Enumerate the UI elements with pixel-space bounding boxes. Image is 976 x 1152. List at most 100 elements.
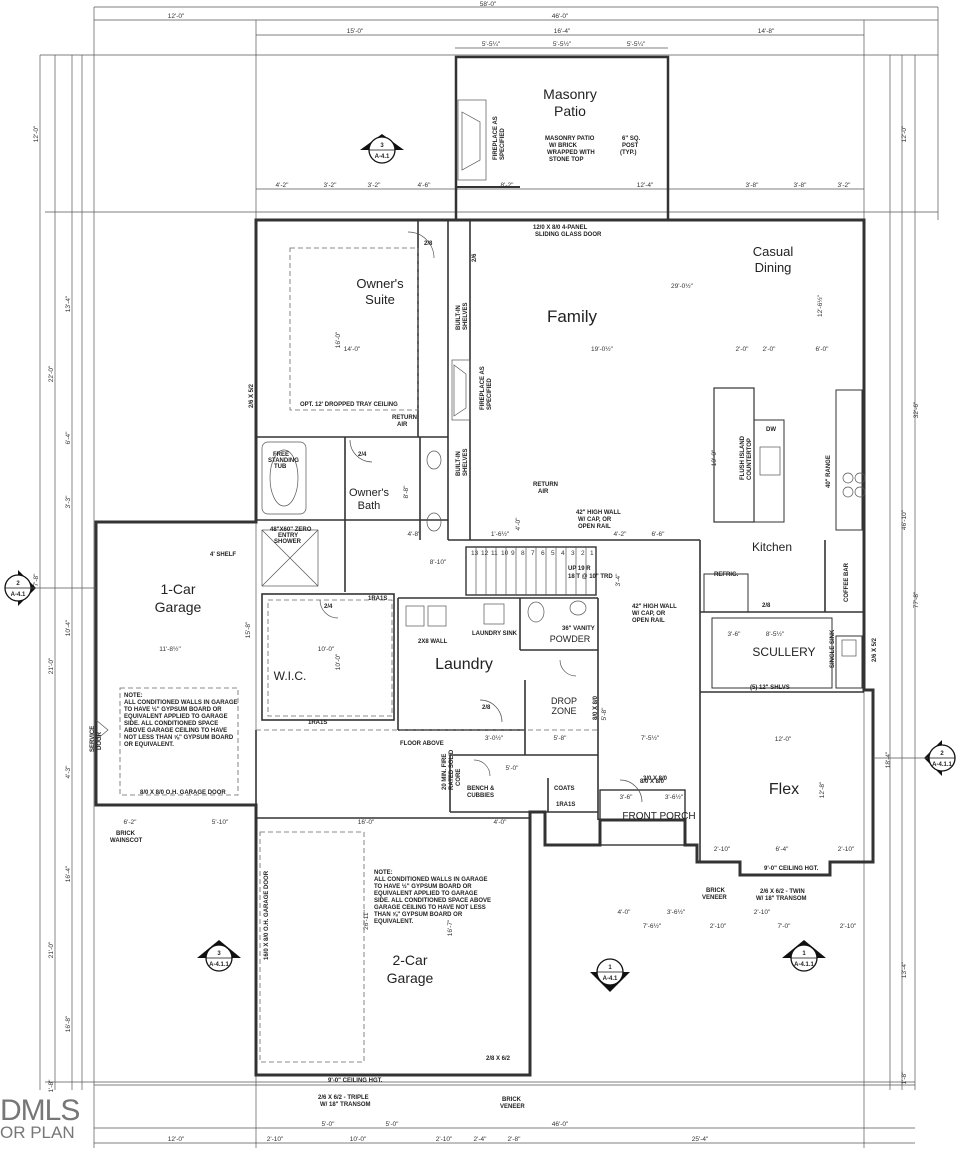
dim: 2'-10" bbox=[840, 923, 857, 930]
dim: 10'-0" bbox=[318, 646, 335, 653]
dim: 2'-8" bbox=[508, 1136, 522, 1143]
dim: 25'-4" bbox=[692, 1136, 709, 1143]
one-hr-label: 1RA1S bbox=[368, 596, 387, 602]
stair-numbers: 13 12 11 10 9 8 7 6 5 4 3 2 1 UP 19 R 18… bbox=[471, 550, 613, 580]
room-owners-bath: Owner's bbox=[349, 487, 389, 499]
door-size-label: 8/0 X 8/0 bbox=[593, 695, 599, 720]
island-note: FLUSH ISLAND bbox=[740, 435, 746, 480]
range-label: 40" RANGE bbox=[826, 455, 832, 488]
dim: 15'-8" bbox=[245, 621, 252, 638]
dim: 3'-2" bbox=[324, 182, 338, 189]
half-wall-note: OPEN RAIL bbox=[578, 524, 611, 530]
dim: 4'-0" bbox=[515, 517, 522, 531]
service-door-label: DOOR bbox=[97, 731, 103, 750]
dim: 2'-0" bbox=[736, 346, 750, 353]
patio-note: STONE TOP bbox=[549, 157, 583, 163]
door-label: 2/8 bbox=[424, 241, 433, 247]
brick-veneer-label: VENEER bbox=[500, 1104, 525, 1110]
stair-num: 6 bbox=[541, 550, 545, 557]
dim: 8'-8" bbox=[403, 485, 410, 499]
half-wall-note: W/ CAP, OR bbox=[578, 517, 612, 523]
garage-note: TO HAVE ½" GYPSUM BOARD OR bbox=[124, 706, 222, 713]
one-hr-label: 1RA1S bbox=[308, 720, 327, 726]
dim: 1'-8" bbox=[901, 1071, 908, 1085]
stairs-note: 18 T @ 10" TRD bbox=[568, 574, 613, 580]
stair-num: 12 bbox=[481, 550, 489, 557]
dim: 21'-0" bbox=[48, 941, 55, 958]
dim: 12'-4" bbox=[637, 182, 654, 189]
dim: 16'-0" bbox=[335, 331, 342, 348]
room-flex: Flex bbox=[769, 781, 799, 798]
dim: 3'-2" bbox=[838, 182, 852, 189]
dim: 77'-8" bbox=[913, 591, 920, 608]
window-label: 2/6 X 5/2 bbox=[249, 383, 255, 408]
room-two-car-garage: 2-Car bbox=[392, 952, 427, 968]
half-wall-note: W/ CAP, OR bbox=[632, 611, 666, 617]
shop-door-label: 8/0 X 8/0 bbox=[640, 779, 665, 785]
garage-note: NOTE: bbox=[124, 693, 143, 699]
room-masonry-patio: Masonry bbox=[543, 86, 597, 102]
dim: 3'-6½" bbox=[667, 908, 686, 916]
dim: 3'-6" bbox=[728, 631, 742, 638]
dim: 10'-0" bbox=[335, 653, 342, 670]
dim: 4'-3" bbox=[65, 765, 72, 779]
stair-num: 1 bbox=[590, 550, 594, 557]
door-label: 2/4 bbox=[358, 452, 367, 458]
triple-window-label: 2/6 X 6/2 - TRIPLE bbox=[318, 1095, 369, 1101]
dim: 5'-8" bbox=[601, 707, 608, 721]
section-number: 2 bbox=[940, 751, 944, 757]
fireplace-note: SPECIFIED bbox=[487, 378, 493, 410]
dw-label: DW bbox=[766, 427, 776, 433]
room-labels: Masonry Patio Owner's Suite Family Casua… bbox=[155, 86, 816, 986]
dim: 6'-4" bbox=[776, 846, 790, 853]
tub-note: FREE bbox=[273, 452, 289, 458]
exterior-walls bbox=[94, 55, 875, 1077]
dim: 5'-5¼" bbox=[482, 41, 501, 48]
rotated-notes: FIREPLACE AS SPECIFIED FIREPLACE AS SPEC… bbox=[90, 116, 878, 960]
garage-note: ABOVE GARAGE CEILING TO HAVE bbox=[124, 728, 227, 734]
stair-num: 9 bbox=[511, 550, 515, 557]
dim: 2'-4" bbox=[474, 1136, 488, 1143]
room-owners-suite: Owner's bbox=[356, 276, 404, 291]
slider-note: SLIDING GLASS DOOR bbox=[535, 232, 602, 238]
tub-note: TUB bbox=[274, 464, 287, 470]
garage-note: GARAGE CEILING TO HAVE NOT LESS bbox=[374, 905, 486, 911]
dim: 10'-4" bbox=[65, 619, 72, 636]
floor-above-label: FLOOR ABOVE bbox=[400, 741, 444, 747]
post-note: POST bbox=[622, 143, 639, 149]
fireplace-note: SPECIFIED bbox=[500, 128, 506, 160]
dim: 14'-8" bbox=[758, 28, 775, 35]
slider-note: 12/0 X 8/0 4-PANEL bbox=[533, 225, 588, 231]
dim: 15'-0" bbox=[347, 28, 364, 35]
dim: 3'-2" bbox=[368, 182, 382, 189]
section-sheet: A-4.1 bbox=[11, 592, 26, 598]
dim-overall: 58'-0" bbox=[480, 1, 497, 8]
room-family: Family bbox=[547, 307, 598, 326]
garage-note: EQUIVALENT APPLIED TO GARAGE bbox=[124, 714, 228, 720]
dim: 4'-6" bbox=[418, 182, 432, 189]
fireplace-note: FIREPLACE AS bbox=[480, 366, 486, 410]
half-wall-note: 42" HIGH WALL bbox=[632, 604, 677, 610]
coffee-bar-label: COFFEE BAR bbox=[844, 562, 850, 602]
door-label: 2/6 bbox=[472, 253, 478, 262]
dim: 6'-4" bbox=[65, 431, 72, 445]
stair-num: 11 bbox=[491, 550, 498, 557]
garage-note: ALL CONDITIONED WALLS IN GARAGE bbox=[124, 700, 238, 706]
oh-door-label: 8/0 X 8/0 O.H. GARAGE DOOR bbox=[140, 790, 226, 796]
dim: 46'-0" bbox=[552, 13, 569, 20]
dim: 5'-0" bbox=[322, 1121, 336, 1128]
dim: 7'-0" bbox=[778, 923, 792, 930]
dim: 16'-7" bbox=[447, 919, 454, 936]
room-casual-dining: Casual bbox=[753, 244, 794, 259]
dim: 21'-0" bbox=[48, 657, 55, 674]
room-drop-zone: ZONE bbox=[551, 706, 576, 716]
post-note: 6" SQ. bbox=[622, 136, 641, 142]
garage-note: THAN ⅝" GYPSUM BOARD OR bbox=[374, 912, 463, 918]
dim: 6'-0" bbox=[816, 346, 830, 353]
brick-wainscot-label: WAINSCOT bbox=[110, 838, 143, 844]
tray-note: OPT. 12' DROPPED TRAY CEILING bbox=[300, 402, 398, 408]
service-door-label: SERVICE bbox=[90, 726, 96, 752]
dim: 16'-4" bbox=[554, 28, 571, 35]
bench-label: BENCH & bbox=[467, 786, 495, 792]
dim: 19'-0½" bbox=[591, 345, 614, 353]
